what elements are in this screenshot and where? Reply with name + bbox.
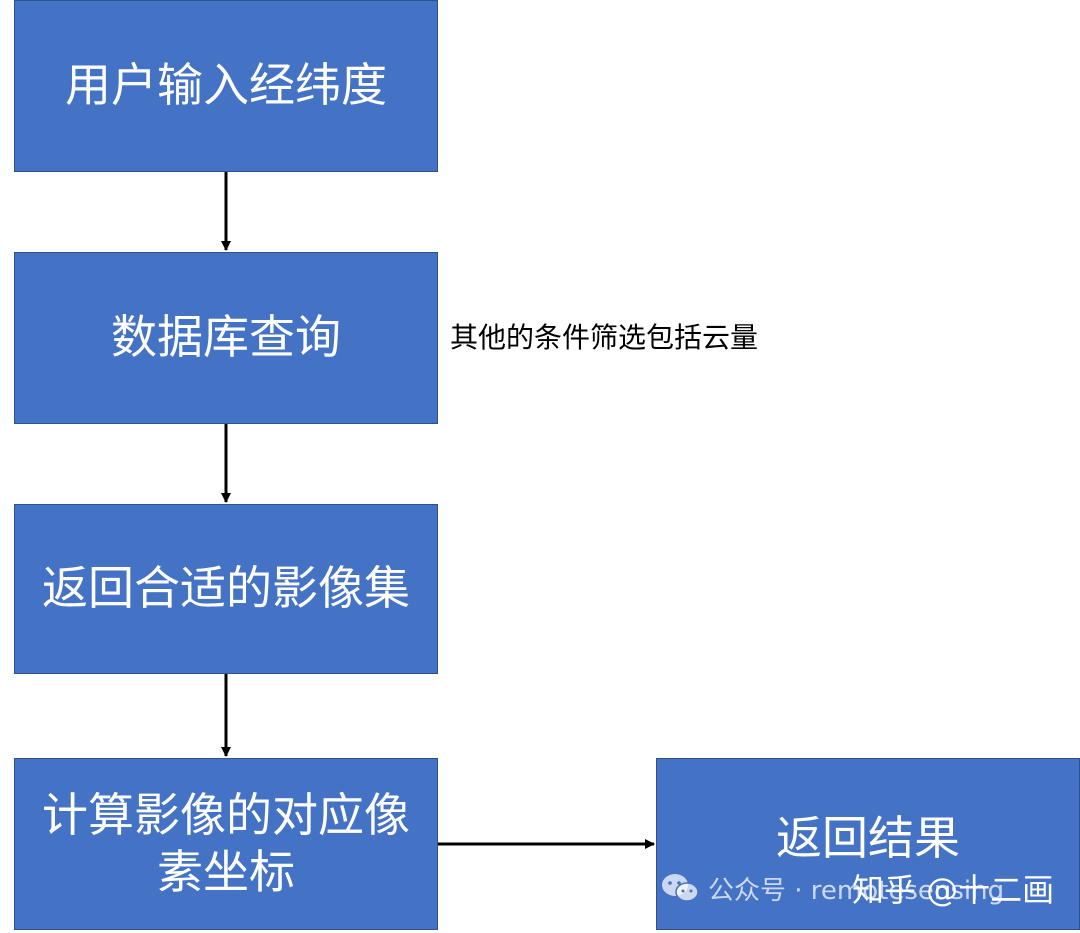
flow-node-return-result: 返回结果 <box>656 758 1080 930</box>
flow-node-label-line2: 素坐标 <box>157 845 295 899</box>
flow-node-user-input: 用户输入经纬度 <box>14 0 438 172</box>
flow-node-label: 返回合适的影像集 <box>42 561 410 616</box>
flow-node-label: 数据库查询 <box>111 310 341 365</box>
flow-node-label-line1: 计算影像的对应像 <box>42 787 410 842</box>
flow-node-label: 用户输入经纬度 <box>65 58 387 113</box>
flow-node-compute-pixel-coords: 计算影像的对应像 素坐标 <box>14 758 438 930</box>
flow-node-label: 返回结果 <box>776 811 960 866</box>
wechat-icon <box>660 872 700 904</box>
flow-node-return-imagery: 返回合适的影像集 <box>14 504 438 674</box>
flow-node-label: 计算影像的对应像 素坐标 <box>42 787 410 902</box>
annotation-cloud-filter: 其他的条件筛选包括云量 <box>450 321 759 354</box>
flow-node-database-query: 数据库查询 <box>14 252 438 424</box>
watermark-author: 知乎 @十二画 <box>852 871 1055 909</box>
watermark-source: 公众号 · remotesensing <box>660 866 1004 910</box>
watermark-source-text: 公众号 · remotesensing <box>708 875 1005 906</box>
